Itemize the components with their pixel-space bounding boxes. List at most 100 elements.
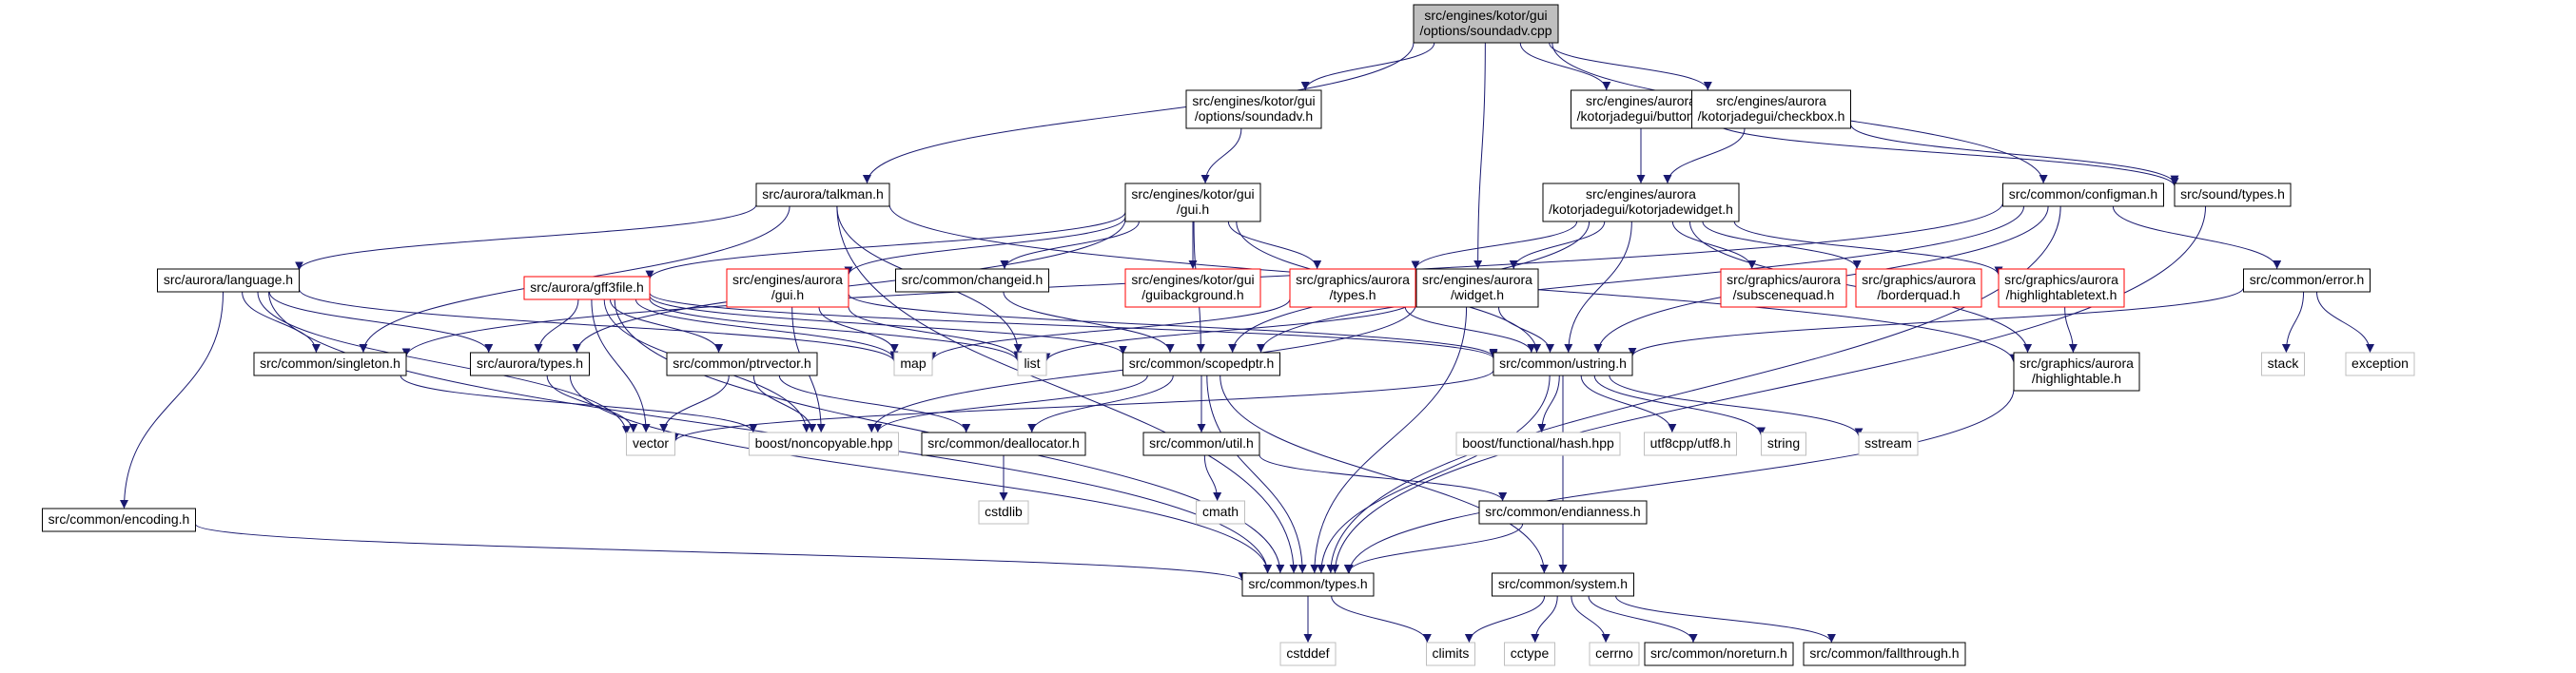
node-gff3file-h[interactable]: src/aurora/gff3file.h bbox=[523, 276, 651, 300]
node-encoding-h[interactable]: src/common/encoding.h bbox=[42, 508, 196, 532]
node-widget-h[interactable]: src/engines/aurora/widget.h bbox=[1415, 268, 1539, 308]
node-label: /borderquad.h bbox=[1877, 287, 1960, 302]
edge-util-h-to-endianness-h bbox=[1259, 454, 1508, 502]
node-cerrno[interactable]: cerrno bbox=[1589, 642, 1640, 666]
node-borderquad-h[interactable]: src/graphics/aurora/borderquad.h bbox=[1855, 268, 1982, 308]
node-sound-types-h[interactable]: src/sound/types.h bbox=[2174, 183, 2292, 207]
node-label: src/engines/aurora bbox=[1716, 93, 1826, 108]
edge-system-h-to-cerrno bbox=[1571, 595, 1610, 644]
node-climits[interactable]: climits bbox=[1426, 642, 1475, 666]
node-noreturn-h[interactable]: src/common/noreturn.h bbox=[1644, 642, 1794, 666]
node-cstdlib[interactable]: cstdlib bbox=[978, 500, 1029, 525]
node-box bbox=[1644, 432, 1737, 456]
edge-soundadv-cpp-to-checkbox-h bbox=[1549, 42, 1712, 91]
node-singleton-h[interactable]: src/common/singleton.h bbox=[253, 352, 407, 376]
node-label: src/engines/kotor/gui bbox=[1131, 186, 1254, 202]
edge-util-h-to-cmath bbox=[1203, 454, 1222, 502]
node-label: list bbox=[1024, 356, 1040, 371]
node-label: src/graphics/aurora bbox=[2020, 356, 2134, 371]
node-list[interactable]: list bbox=[1017, 352, 1047, 376]
node-common-types-h[interactable]: src/common/types.h bbox=[1241, 572, 1375, 597]
node-highlightabletext-h[interactable]: src/graphics/aurora/highlightabletext.h bbox=[1998, 268, 2125, 308]
node-deallocator-h[interactable]: src/common/deallocator.h bbox=[921, 432, 1086, 456]
node-cctype[interactable]: cctype bbox=[1504, 642, 1555, 666]
node-aurora-gui-h[interactable]: src/engines/aurora/gui.h bbox=[726, 268, 849, 308]
edge-ustring-h-to-sstream bbox=[1609, 375, 1864, 437]
edge-kotor-gui-h-to-gff3file-h bbox=[645, 211, 1126, 279]
node-box bbox=[1415, 268, 1539, 308]
node-box bbox=[2013, 352, 2140, 392]
node-exception[interactable]: exception bbox=[2345, 352, 2415, 376]
node-kotorjadewidget-h[interactable]: src/engines/aurora/kotorjadegui/kotorjad… bbox=[1542, 183, 1740, 222]
node-highlightable-h[interactable]: src/graphics/aurora/highlightable.h bbox=[2013, 352, 2140, 392]
edge-kotor-gui-h-to-graphics-types-h bbox=[1227, 221, 1322, 270]
edge-error-h-to-exception bbox=[2316, 291, 2374, 354]
node-label: src/common/fallthrough.h bbox=[1809, 645, 1959, 661]
node-label: src/engines/kotor/gui bbox=[1424, 8, 1547, 23]
node-label: /kotorjadegui/kotorjadewidget.h bbox=[1549, 202, 1733, 217]
node-kotor-gui-h[interactable]: src/engines/kotor/gui/gui.h bbox=[1124, 183, 1261, 222]
node-language-h[interactable]: src/aurora/language.h bbox=[157, 268, 300, 293]
node-fallthrough-h[interactable]: src/common/fallthrough.h bbox=[1803, 642, 1966, 666]
node-noncopyable-hpp[interactable]: boost/noncopyable.hpp bbox=[749, 432, 899, 456]
node-endianness-h[interactable]: src/common/endianness.h bbox=[1478, 500, 1648, 525]
node-aurora-types-h[interactable]: src/aurora/types.h bbox=[470, 352, 590, 376]
node-label: /kotorjadegui/button.h bbox=[1577, 108, 1706, 124]
node-label: src/engines/aurora bbox=[1422, 272, 1532, 287]
node-button-h[interactable]: src/engines/aurora/kotorjadegui/button.h bbox=[1571, 89, 1711, 129]
edge-checkbox-h-to-sound-types-h bbox=[1850, 124, 2179, 184]
node-label: /guibackground.h bbox=[1142, 287, 1243, 302]
node-subscenequad-h[interactable]: src/graphics/aurora/subscenequad.h bbox=[1720, 268, 1847, 308]
node-box bbox=[1858, 432, 1919, 456]
node-box bbox=[523, 276, 651, 300]
node-box bbox=[1185, 89, 1322, 129]
edge-common-types-h-to-climits bbox=[1331, 595, 1432, 644]
edge-soundadv-cpp-to-soundadv-h bbox=[1300, 42, 1435, 91]
node-util-h[interactable]: src/common/util.h bbox=[1142, 432, 1260, 456]
node-box bbox=[1493, 352, 1633, 376]
node-ustring-h[interactable]: src/common/ustring.h bbox=[1493, 352, 1633, 376]
node-configman-h[interactable]: src/common/configman.h bbox=[2002, 183, 2164, 207]
node-box bbox=[1426, 642, 1475, 666]
node-map[interactable]: map bbox=[893, 352, 933, 376]
node-label: sstream bbox=[1864, 435, 1912, 451]
node-label: vector bbox=[633, 435, 669, 451]
node-label: src/graphics/aurora bbox=[2004, 272, 2118, 287]
node-graphics-types-h[interactable]: src/graphics/aurora/types.h bbox=[1289, 268, 1416, 308]
node-cmath[interactable]: cmath bbox=[1196, 500, 1245, 525]
node-changeid-h[interactable]: src/common/changeid.h bbox=[895, 268, 1049, 293]
edge-graphics-types-h-to-ustring-h bbox=[1404, 306, 1536, 354]
node-scopedptr-h[interactable]: src/common/scopedptr.h bbox=[1122, 352, 1280, 376]
node-talkman-h[interactable]: src/aurora/talkman.h bbox=[755, 183, 890, 207]
node-soundadv-cpp[interactable]: src/engines/kotor/gui/options/soundadv.c… bbox=[1413, 4, 1559, 44]
node-label: cstddef bbox=[1286, 645, 1329, 661]
node-stack[interactable]: stack bbox=[2261, 352, 2305, 376]
node-label: /widget.h bbox=[1451, 287, 1504, 302]
node-label: map bbox=[900, 356, 926, 371]
node-ptrvector-h[interactable]: src/common/ptrvector.h bbox=[666, 352, 818, 376]
node-box bbox=[1542, 183, 1740, 222]
node-system-h[interactable]: src/common/system.h bbox=[1492, 572, 1634, 597]
node-box bbox=[1196, 500, 1245, 525]
node-label: src/common/endianness.h bbox=[1485, 504, 1640, 519]
node-error-h[interactable]: src/common/error.h bbox=[2243, 268, 2371, 293]
node-utf8-h[interactable]: utf8cpp/utf8.h bbox=[1644, 432, 1737, 456]
node-sstream[interactable]: sstream bbox=[1858, 432, 1919, 456]
node-vector[interactable]: vector bbox=[626, 432, 675, 456]
node-soundadv-h[interactable]: src/engines/kotor/gui/options/soundadv.h bbox=[1185, 89, 1322, 129]
node-cstddef[interactable]: cstddef bbox=[1279, 642, 1337, 666]
node-hash-hpp[interactable]: boost/functional/hash.hpp bbox=[1455, 432, 1621, 456]
edge-highlightabletext-h-to-highlightable-h bbox=[2064, 306, 2078, 354]
edge-soundadv-cpp-to-widget-h bbox=[1473, 42, 1486, 270]
node-guibackground-h[interactable]: src/engines/kotor/gui/guibackground.h bbox=[1124, 268, 1261, 308]
node-string[interactable]: string bbox=[1761, 432, 1806, 456]
node-label: /options/soundadv.h bbox=[1195, 108, 1313, 124]
edge-ustring-h-to-vector bbox=[671, 370, 1494, 442]
edge-configman-h-to-error-h bbox=[2112, 205, 2282, 270]
node-label: src/engines/aurora bbox=[732, 272, 843, 287]
node-label: src/common/singleton.h bbox=[260, 356, 400, 371]
edge-scopedptr-h-to-noncopyable-hpp bbox=[873, 375, 1148, 433]
node-checkbox-h[interactable]: src/engines/aurora/kotorjadegui/checkbox… bbox=[1691, 89, 1851, 129]
node-label: src/aurora/types.h bbox=[477, 356, 583, 371]
node-box bbox=[1455, 432, 1621, 456]
